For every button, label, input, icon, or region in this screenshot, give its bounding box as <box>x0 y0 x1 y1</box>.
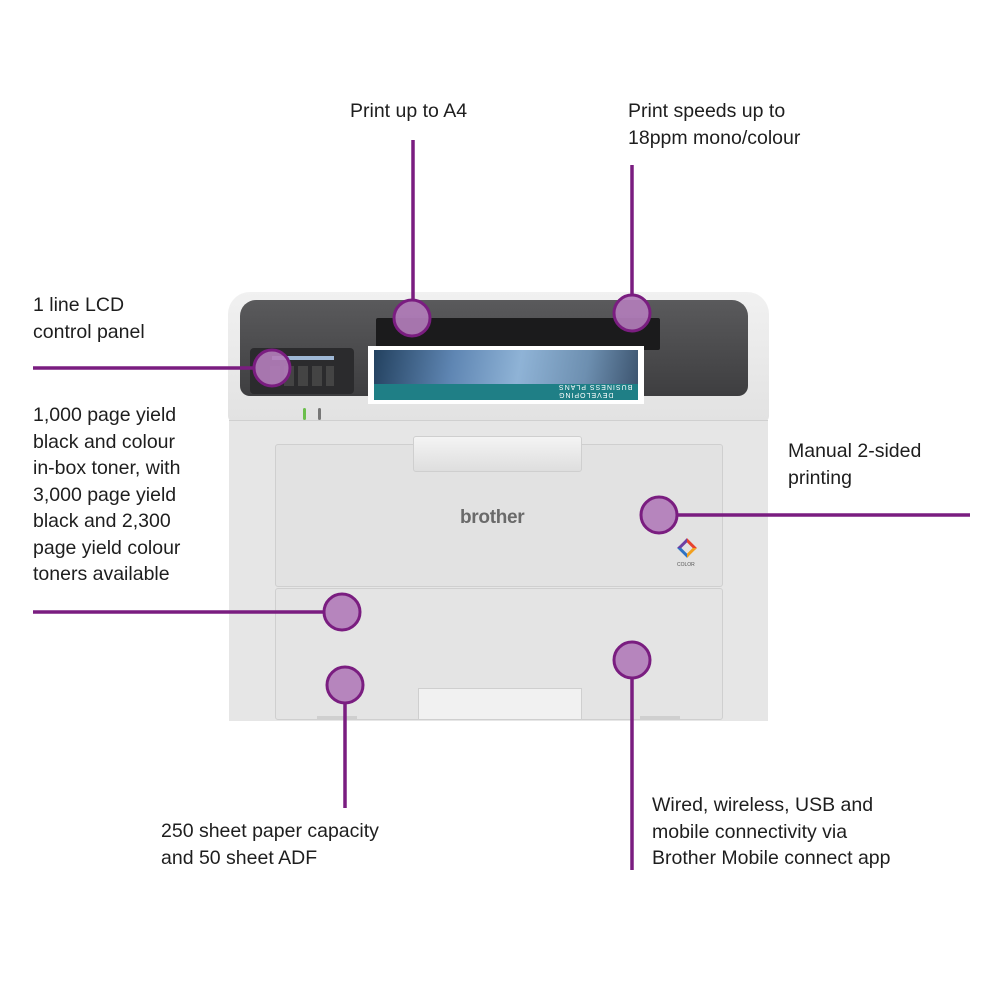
callout-print-speed: Print speeds up to 18ppm mono/colour <box>628 100 801 149</box>
callout-lcd: 1 line LCD control panel <box>33 294 145 343</box>
brand-logo: brother <box>460 507 525 528</box>
callout-dot-print-size <box>392 298 432 338</box>
callout-toner: 1,000 page yield black and colour in-box… <box>33 404 181 585</box>
callout-print-size: Print up to A4 <box>350 100 468 122</box>
lcd-screen <box>272 356 334 360</box>
callout-dot-paper <box>325 665 365 705</box>
front-cover-handle[interactable] <box>413 436 582 472</box>
printed-page: DEVELOPING BUSINESS PLANS <box>368 346 644 404</box>
printer-foot-left <box>317 716 357 720</box>
status-led-green <box>303 408 306 420</box>
callout-paper: 250 sheet paper capacity and 50 sheet AD… <box>161 820 379 869</box>
callout-duplex: Manual 2-sided printing <box>788 440 922 489</box>
callout-connectivity: Wired, wireless, USB and mobile connecti… <box>652 794 891 869</box>
callout-dot-connectivity <box>612 640 652 680</box>
callout-dot-duplex <box>639 495 679 535</box>
callout-dot-print-speed <box>612 293 652 333</box>
callout-dot-lcd <box>252 348 292 388</box>
printed-page-band <box>374 384 638 400</box>
printer-foot-right <box>640 716 680 720</box>
printed-page-photo <box>374 350 638 384</box>
status-led-gray <box>318 408 321 420</box>
paper-tray-handle[interactable] <box>418 688 582 719</box>
callout-dot-toner <box>322 592 362 632</box>
color-badge-text: COLOR <box>677 562 695 568</box>
